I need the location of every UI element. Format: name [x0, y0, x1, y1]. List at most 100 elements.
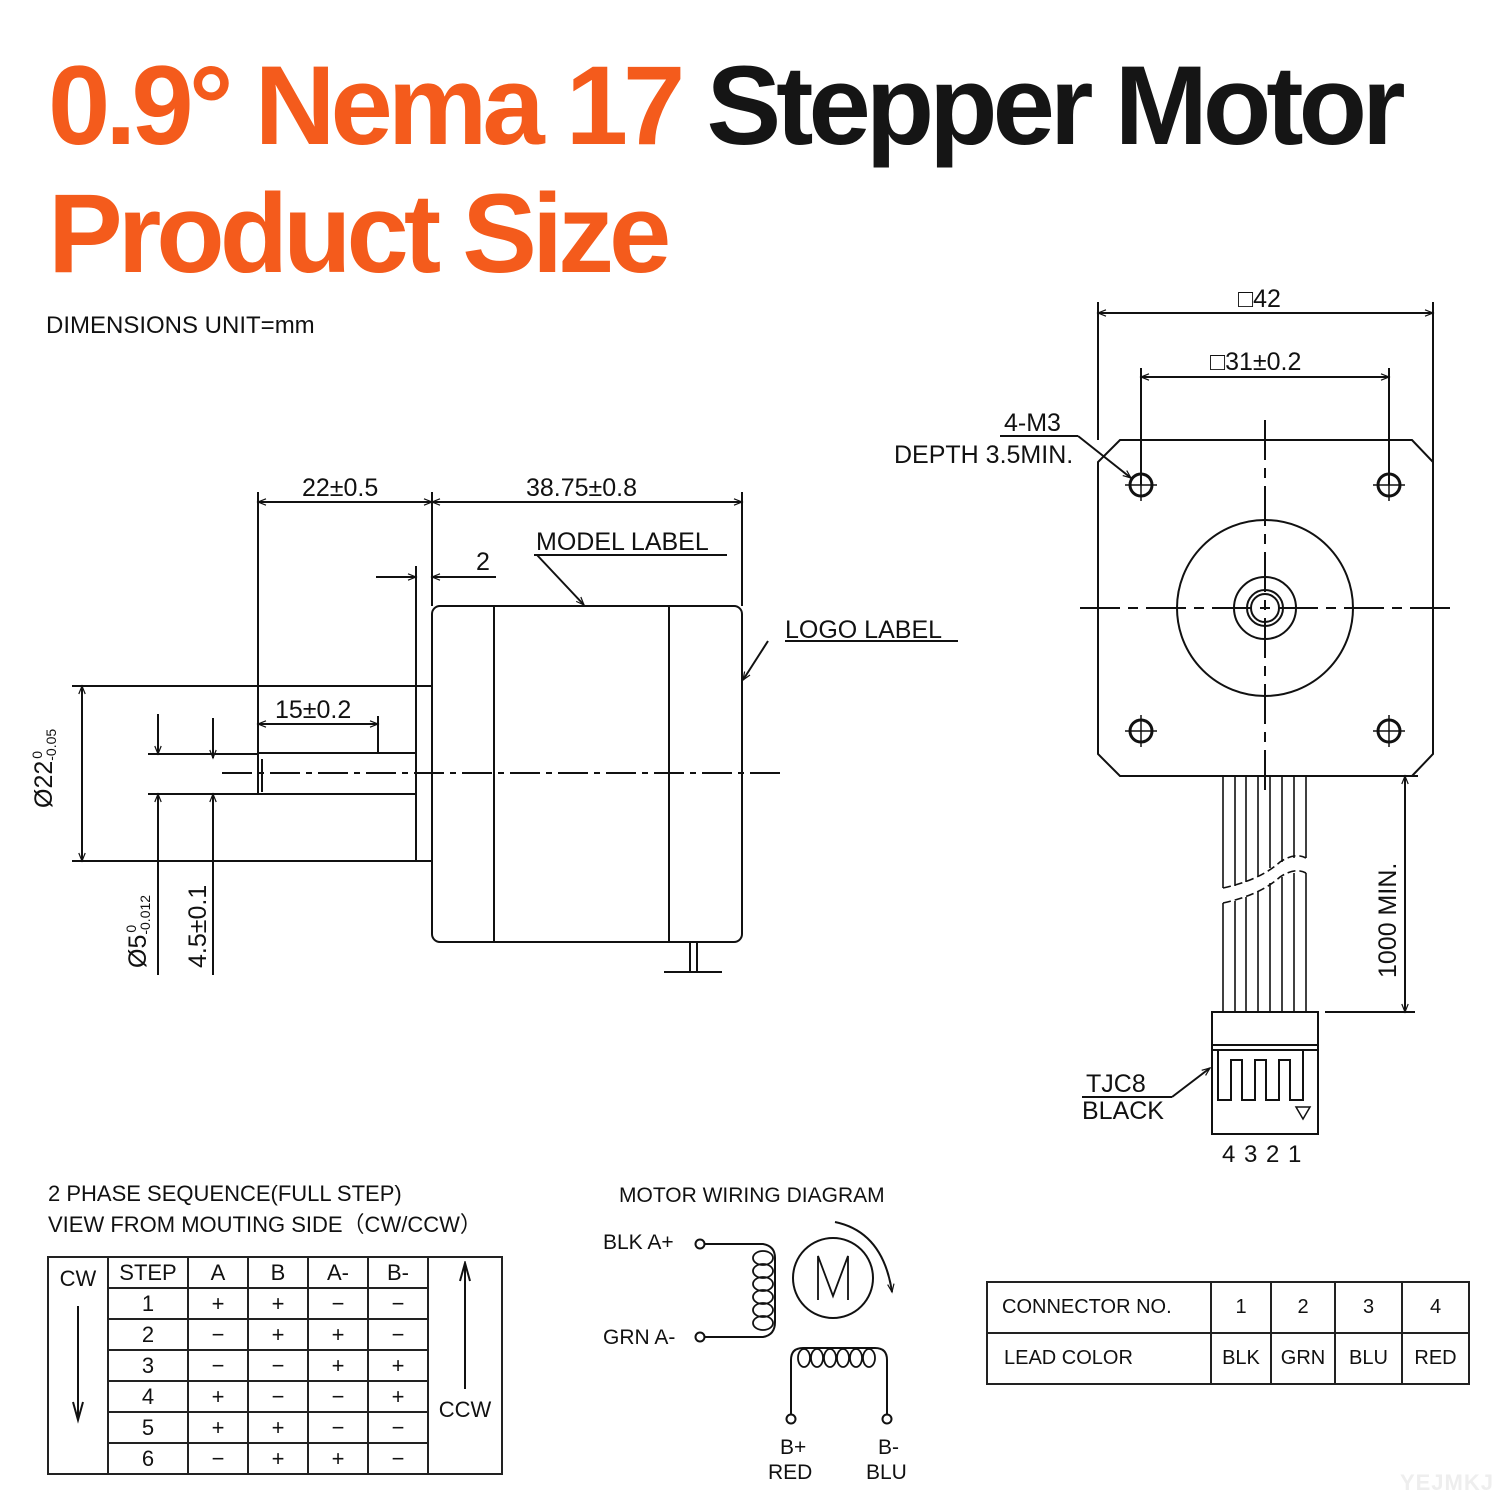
- polarity-cell: −: [307, 1380, 369, 1413]
- wire-b-minus-label: B-: [878, 1436, 899, 1459]
- lead-color-cell: BLK: [1210, 1332, 1272, 1385]
- polarity-cell: +: [187, 1380, 249, 1413]
- polarity-cell: −: [187, 1442, 249, 1475]
- lead-color-label: LEAD COLOR: [986, 1332, 1212, 1385]
- polarity-cell: +: [247, 1318, 309, 1351]
- table-row: 2 − + + −: [48, 1318, 502, 1351]
- dim-shaft-diameter-value: Ø5: [124, 934, 152, 968]
- polarity-cell: +: [247, 1442, 309, 1475]
- polarity-cell: −: [367, 1442, 429, 1475]
- polarity-cell: +: [367, 1349, 429, 1382]
- wiring-diagram-title: MOTOR WIRING DIAGRAM: [619, 1184, 885, 1207]
- connector-no-cell: 4: [1401, 1281, 1470, 1334]
- ccw-label: CCW: [438, 1397, 492, 1422]
- table-row: 6 − + + −: [48, 1442, 502, 1475]
- polarity-cell: +: [187, 1287, 249, 1320]
- step-cell: 6: [107, 1442, 189, 1475]
- polarity-cell: −: [367, 1318, 429, 1351]
- side-view-drawing: [72, 492, 958, 975]
- step-cell: 2: [107, 1318, 189, 1351]
- page-title-line1: 0.9° Nema 17 Stepper Motor: [48, 50, 1406, 162]
- polarity-cell: +: [247, 1411, 309, 1444]
- dimensions-unit-note: DIMENSIONS UNIT=mm: [46, 312, 315, 339]
- connector-no-cell: 3: [1334, 1281, 1403, 1334]
- connector-color: BLACK: [1082, 1097, 1164, 1125]
- dim-flat-depth: 4.5±0.1: [184, 884, 212, 968]
- title-orange-text: 0.9° Nema 17: [48, 43, 685, 168]
- dim-flat-length: 15±0.2: [275, 696, 352, 724]
- connector-no-cell: 1: [1210, 1281, 1272, 1334]
- table-header: B: [247, 1256, 309, 1289]
- dim-boss-diameter-value: Ø22: [30, 760, 58, 808]
- polarity-cell: −: [307, 1411, 369, 1444]
- title-black-text: Stepper Motor: [706, 43, 1405, 168]
- wire-a-plus-label: BLK A+: [603, 1231, 674, 1254]
- polarity-cell: −: [367, 1411, 429, 1444]
- table-row: 3 − − + +: [48, 1349, 502, 1382]
- logo-label-callout: LOGO LABEL: [785, 616, 943, 644]
- wire-b-minus-color: BLU: [866, 1461, 907, 1484]
- table-header: A-: [307, 1256, 369, 1289]
- dim-frame-size: □42: [1238, 285, 1281, 313]
- step-cell: 3: [107, 1349, 189, 1382]
- table-row: 5 + + − −: [48, 1411, 502, 1444]
- polarity-cell: −: [307, 1287, 369, 1320]
- phase-sequence-subtitle: VIEW FROM MOUTING SIDE（CW/CCW）: [48, 1212, 482, 1237]
- wire-b-plus-color: RED: [768, 1461, 813, 1484]
- table-header-row: CW STEP A B A- B- CCW: [47, 1256, 503, 1475]
- step-cell: 1: [107, 1287, 189, 1320]
- front-view-drawing: [1000, 302, 1450, 1135]
- polarity-cell: −: [187, 1318, 249, 1351]
- polarity-cell: −: [247, 1349, 309, 1382]
- model-label-callout: MODEL LABEL: [536, 528, 709, 556]
- pin-numbers: 4 3 2 1: [1222, 1141, 1303, 1168]
- connector-no-label: CONNECTOR NO.: [986, 1281, 1212, 1334]
- ccw-arrow-icon: [459, 1261, 471, 1389]
- polarity-cell: +: [307, 1318, 369, 1351]
- table-header: B-: [367, 1256, 429, 1289]
- cw-label: CW: [59, 1266, 97, 1291]
- polarity-cell: +: [187, 1411, 249, 1444]
- phase-sequence-table: CW STEP A B A- B- CCW 1 + + − − 2 − + + …: [47, 1256, 503, 1475]
- dim-lead-length: 1000 MIN.: [1374, 862, 1402, 978]
- hole-callout-size: 4-M3: [1004, 409, 1061, 437]
- table-header: STEP: [107, 1256, 189, 1289]
- wire-b-plus-label: B+: [780, 1436, 807, 1459]
- table-row: 4 + − − +: [48, 1380, 502, 1413]
- table-row: LEAD COLOR BLK GRN BLU RED: [986, 1332, 1470, 1385]
- hole-callout-depth: DEPTH 3.5MIN.: [894, 441, 1074, 469]
- connector-no-cell: 2: [1270, 1281, 1336, 1334]
- step-cell: 4: [107, 1380, 189, 1413]
- table-row: CONNECTOR NO. 1 2 3 4: [986, 1281, 1470, 1334]
- polarity-cell: −: [247, 1380, 309, 1413]
- polarity-cell: +: [307, 1442, 369, 1475]
- polarity-cell: −: [367, 1287, 429, 1320]
- dim-boss-tol-upper: 0: [29, 750, 45, 759]
- wire-a-minus-label: GRN A-: [603, 1326, 676, 1349]
- lead-color-cell: BLU: [1334, 1332, 1403, 1385]
- table-header: A: [187, 1256, 249, 1289]
- polarity-cell: +: [307, 1349, 369, 1382]
- phase-sequence-title: 2 PHASE SEQUENCE(FULL STEP): [48, 1181, 402, 1206]
- cw-direction-cell: CW: [47, 1256, 109, 1475]
- cw-arrow-icon: [72, 1306, 84, 1424]
- table-row: 1 + + − −: [48, 1287, 502, 1320]
- dim-boss-tol-lower: -0.05: [43, 728, 59, 761]
- dim-hole-spacing: □31±0.2: [1210, 348, 1302, 376]
- dim-shaft-tol-upper: 0: [123, 924, 139, 933]
- polarity-cell: +: [367, 1380, 429, 1413]
- lead-color-cell: RED: [1401, 1332, 1470, 1385]
- dim-boss-height: 2: [476, 548, 490, 576]
- dim-body-length: 38.75±0.8: [526, 474, 638, 502]
- ccw-direction-cell: CCW: [427, 1256, 503, 1475]
- wiring-diagram-drawing: [694, 1221, 895, 1425]
- connector-type: TJC8: [1086, 1070, 1146, 1098]
- connector-table: CONNECTOR NO. 1 2 3 4 LEAD COLOR BLK GRN…: [986, 1281, 1470, 1385]
- brand-watermark: YEJMKJ: [1399, 1470, 1494, 1495]
- lead-color-cell: GRN: [1270, 1332, 1336, 1385]
- polarity-cell: +: [247, 1287, 309, 1320]
- polarity-cell: −: [187, 1349, 249, 1382]
